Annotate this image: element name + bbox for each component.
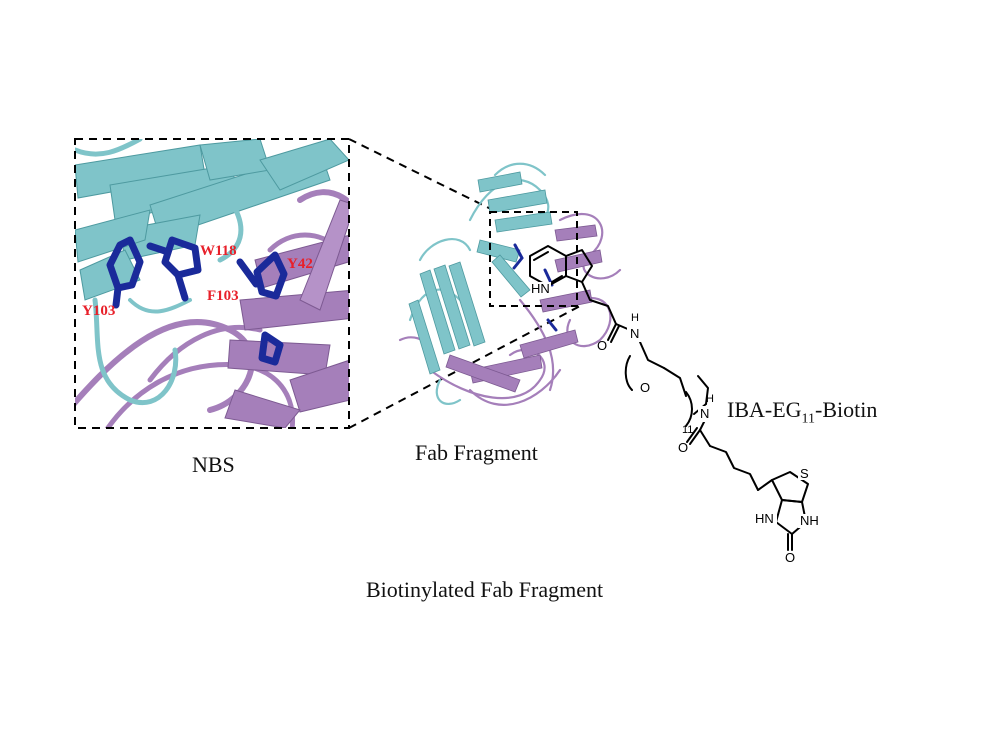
atom-nh-biotin: NH [800, 513, 819, 528]
residue-label-y103: Y103 [82, 303, 116, 319]
atom-label-masks [531, 282, 820, 528]
heavy-chain-ribbon [75, 139, 349, 405]
label-nbs: NBS [192, 452, 235, 477]
residue-label-w118: W118 [200, 243, 237, 259]
atom-o-carbonyl-1: O [597, 338, 608, 353]
atom-o-urea: O [785, 550, 796, 565]
atom-s-thiophane: S [800, 466, 809, 481]
zoom-line-top [348, 138, 498, 213]
atom-o-ether: O [640, 380, 651, 395]
atom-n-amide-2: N [700, 406, 710, 421]
atom-h-amide-2: H [706, 393, 714, 405]
fab-structure [398, 162, 622, 406]
linker-suffix: -Biotin [815, 397, 878, 422]
fab-zoom-box [489, 211, 578, 307]
repeat-count-11: 11 [682, 424, 694, 436]
atom-hn-indole: HN [531, 281, 550, 296]
atom-n-amide-1: N [630, 326, 640, 341]
label-iba-eg11-biotin: IBA-EG11-Biotin [727, 397, 877, 427]
label-biotinylated-fab-fragment: Biotinylated Fab Fragment [366, 577, 604, 602]
nbs-inset-frame [74, 138, 350, 429]
linker-subscript: 11 [801, 411, 816, 427]
iba-eg11-biotin-structure [529, 245, 809, 551]
atom-hn-biotin: HN [755, 511, 774, 526]
atom-o-carbonyl-2: O [678, 440, 689, 455]
binding-residues [106, 236, 288, 366]
atom-h-amide-1: H [631, 312, 639, 324]
nbs-inset [75, 139, 349, 428]
linker-name: IBA-EG [727, 397, 802, 422]
residue-label-f103: F103 [207, 288, 239, 304]
residue-label-y42: Y42 [287, 256, 313, 272]
label-fab-fragment: Fab Fragment [415, 440, 538, 465]
